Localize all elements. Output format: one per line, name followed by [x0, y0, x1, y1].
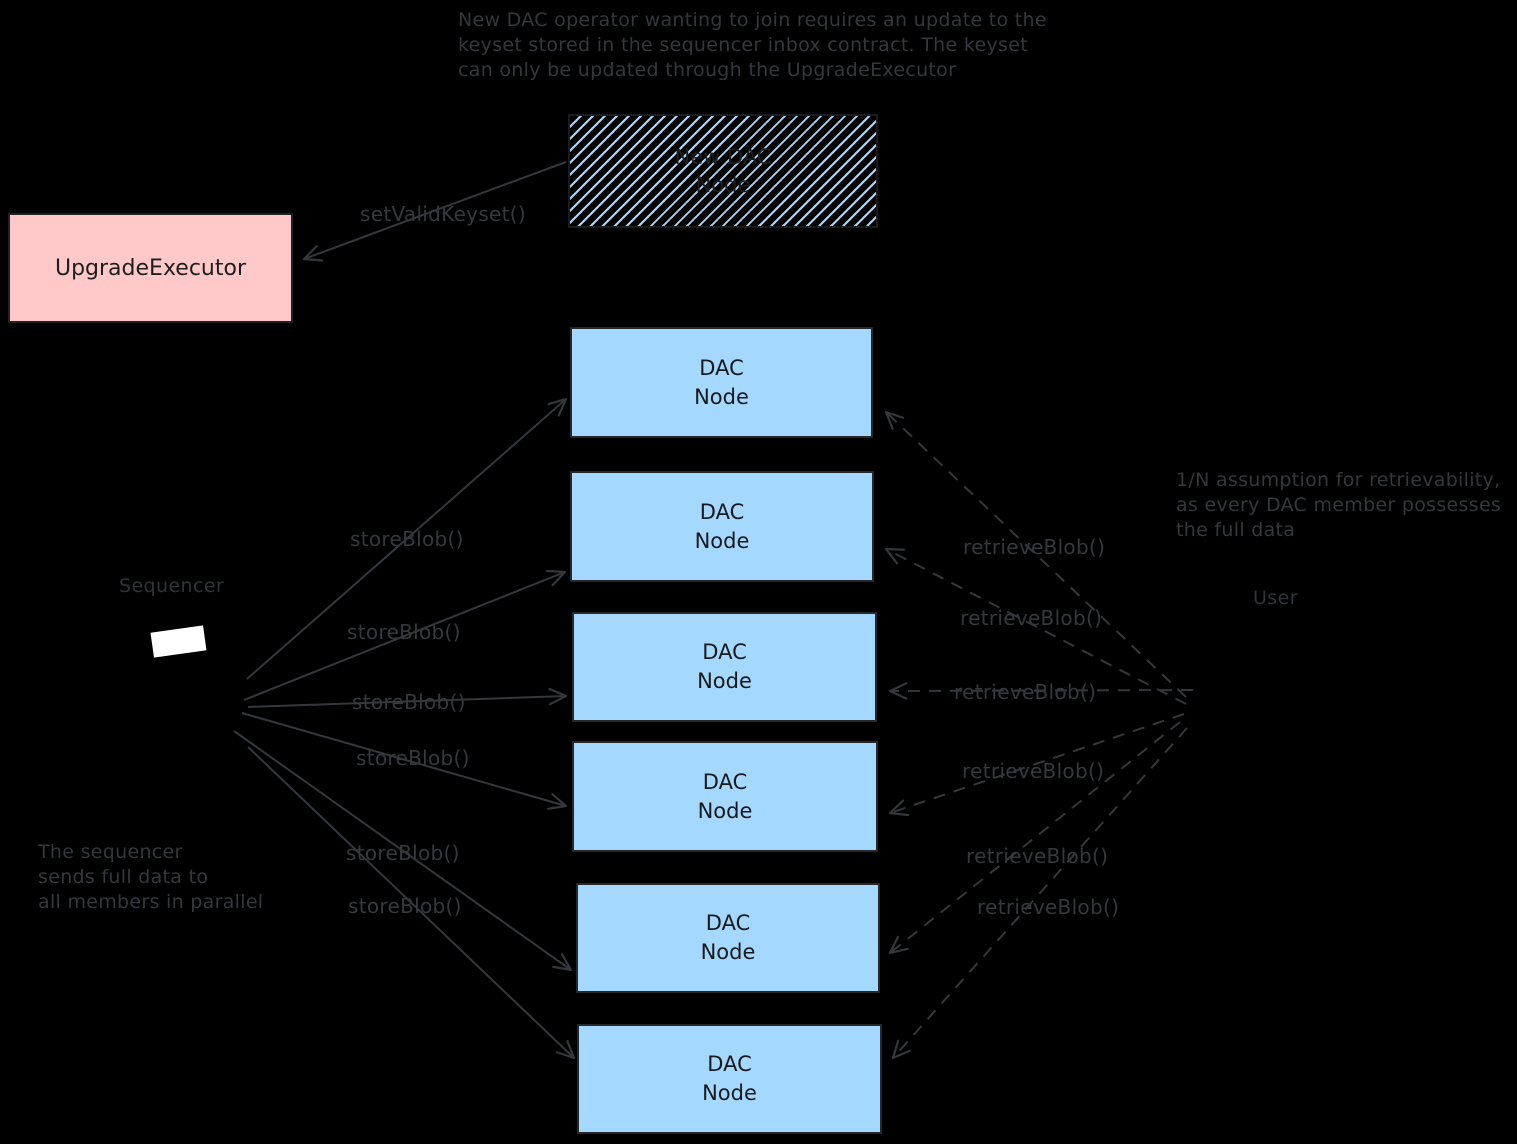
- new-dac-node-box: New DAC Node: [568, 114, 878, 228]
- retrieve-blob-arrow-6: [891, 727, 1188, 1060]
- retrieve-blob-label-2: retrieveBlob(): [960, 606, 1103, 630]
- upgrade-executor-box: UpgradeExecutor: [8, 213, 293, 323]
- store-blob-label-3: storeBlob(): [352, 690, 466, 714]
- sequencer-note: The sequencer sends full data to all mem…: [38, 841, 264, 913]
- retrieve-blob-arrow-2: [884, 547, 1187, 705]
- store-blob-arrow-5: [233, 730, 573, 972]
- store-blob-label-4: storeBlob(): [356, 746, 470, 770]
- dac-node-box-6: DAC Node: [577, 1024, 882, 1134]
- retrieve-blob-arrow-4: [888, 713, 1185, 817]
- store-blob-arrow-3: [247, 687, 568, 708]
- sequencer-label: Sequencer: [119, 575, 225, 597]
- store-blob-arrow-4: [241, 712, 568, 810]
- dac-node-box-5: DAC Node: [576, 883, 880, 993]
- retrievability-note: 1/N assumption for retrievability, as ev…: [1176, 469, 1502, 541]
- retrieve-blob-label-6: retrieveBlob(): [977, 895, 1120, 919]
- dac-node-box-2: DAC Node: [570, 471, 874, 582]
- set-valid-keyset-label: setValidKeyset(): [360, 202, 526, 226]
- retrieve-blob-label-5: retrieveBlob(): [966, 844, 1109, 868]
- store-blob-label-1: storeBlob(): [350, 527, 464, 551]
- dac-node-box-3: DAC Node: [572, 612, 877, 722]
- retrieve-blob-arrow-1: [884, 410, 1187, 698]
- store-blob-label-6: storeBlob(): [348, 894, 462, 918]
- retrieve-blob-label-4: retrieveBlob(): [962, 759, 1105, 783]
- retrieve-blob-label-1: retrieveBlob(): [963, 535, 1106, 559]
- store-blob-arrow-6: [247, 746, 576, 1060]
- top-note: New DAC operator wanting to join require…: [458, 9, 1047, 81]
- store-blob-arrow-1: [246, 397, 568, 680]
- set-valid-keyset-arrow: [302, 161, 567, 262]
- user-label: User: [1253, 587, 1298, 609]
- dac-node-box-1: DAC Node: [570, 327, 873, 438]
- retrieve-blob-label-3: retrieveBlob(): [954, 680, 1097, 704]
- store-blob-label-2: storeBlob(): [347, 620, 461, 644]
- dac-node-box-4: DAC Node: [572, 741, 878, 852]
- retrieve-blob-arrow-3: [888, 682, 1194, 700]
- store-blob-label-5: storeBlob(): [346, 841, 460, 865]
- store-blob-arrow-2: [243, 569, 567, 701]
